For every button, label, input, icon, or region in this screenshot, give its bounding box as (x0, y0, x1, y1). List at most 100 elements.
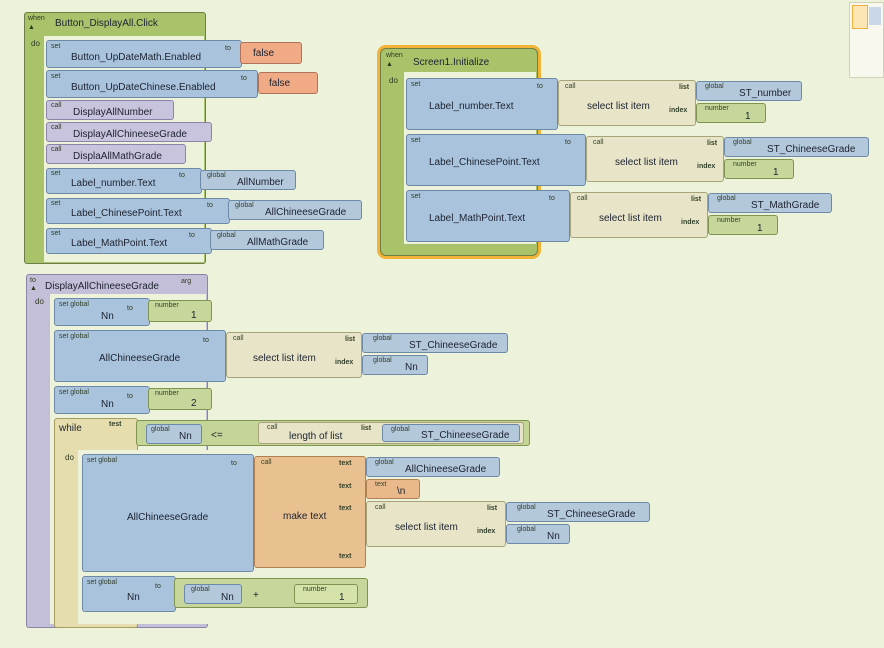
function-name: select list item (615, 157, 678, 168)
get-global-st-chineesegrade[interactable]: global ST_ChineeseGrade (362, 333, 508, 353)
variable-name: ST_MathGrade (751, 200, 820, 211)
get-global-nn[interactable]: global Nn (362, 355, 428, 375)
get-global-allchineesegrade[interactable]: global AllChineeseGrade (228, 200, 362, 220)
list-socket-label: list (691, 196, 702, 203)
set-global-allchineesegrade[interactable]: set global AllChineeseGrade to (82, 454, 254, 572)
false-block[interactable]: false (240, 42, 302, 64)
call-displayallnumber[interactable]: call DisplayAllNumber (46, 100, 174, 120)
property-label: Label_number.Text (71, 178, 156, 189)
set-label-number-text[interactable]: set Label_number.Text to (406, 78, 558, 130)
collapse-toggle-icon[interactable]: ▲ (30, 285, 37, 292)
global-keyword: global (235, 202, 254, 209)
list-socket-label: list (487, 505, 498, 512)
get-global-allmathgrade[interactable]: global AllMathGrade (210, 230, 324, 250)
call-keyword: call (267, 424, 278, 431)
get-global-st-chineesegrade[interactable]: global ST_ChineeseGrade (724, 137, 869, 157)
select-list-item-block[interactable]: call select list item list index (366, 501, 506, 547)
get-global-allnumber[interactable]: global AllNumber (200, 170, 296, 190)
set-label-mathpoint-text[interactable]: set Label_MathPoint.Text to (406, 190, 570, 242)
variable-name: AllNumber (237, 177, 284, 188)
variable-name: AllChineeseGrade (99, 353, 181, 364)
variable-name: AllChineeseGrade (265, 207, 347, 218)
property-label: Button_UpDateChinese.Enabled (71, 82, 216, 93)
call-displayallchineesegrade[interactable]: call DisplayAllChineeseGrade (46, 122, 212, 142)
get-global-nn[interactable]: global Nn (184, 584, 242, 604)
procedure-name: DisplayAllChineeseGrade (73, 129, 187, 140)
number-value: 1 (773, 167, 779, 178)
event-name: Screen1.Initialize (413, 57, 490, 68)
call-keyword: call (577, 195, 588, 202)
get-global-nn[interactable]: global Nn (146, 424, 202, 444)
set-button-updatemath-enabled[interactable]: set Button_UpDateMath.Enabled to (46, 40, 242, 68)
text-socket-label: text (339, 505, 352, 512)
set-label-mathpoint-text[interactable]: set Label_MathPoint.Text to (46, 228, 212, 254)
number-value: 1 (757, 223, 763, 234)
make-text-block[interactable]: call make text text text text text (254, 456, 366, 568)
get-global-allchineesegrade[interactable]: global AllChineeseGrade (366, 457, 500, 477)
property-label: Label_ChinesePoint.Text (429, 157, 540, 168)
number-block[interactable]: number 2 (148, 388, 212, 410)
select-list-item-block[interactable]: call select list item list index (586, 136, 724, 182)
call-displaallmathgrade[interactable]: call DisplaAllMathGrade (46, 144, 186, 164)
collapse-toggle-icon[interactable]: ▲ (386, 61, 393, 68)
function-name: length of list (289, 431, 343, 442)
variable-name: Nn (547, 531, 560, 542)
global-keyword: global (391, 426, 410, 433)
list-socket-label: list (361, 425, 372, 432)
compare-operator: <= (211, 430, 223, 441)
get-global-st-chineesegrade[interactable]: global ST_ChineeseGrade (382, 424, 520, 442)
minimap-viewport (852, 5, 868, 29)
variable-name: ST_ChineeseGrade (547, 509, 636, 520)
set-keyword: set (411, 193, 421, 200)
number-block[interactable]: number 1 (724, 159, 794, 179)
get-global-st-chineesegrade[interactable]: global ST_ChineeseGrade (506, 502, 650, 522)
false-block[interactable]: false (258, 72, 318, 94)
global-keyword: global (717, 195, 736, 202)
get-global-st-mathgrade[interactable]: global ST_MathGrade (708, 193, 832, 213)
call-keyword: call (375, 504, 386, 511)
global-keyword: global (375, 459, 394, 466)
text-socket-label: text (339, 483, 352, 490)
set-label-chinesepoint-text[interactable]: set Label_ChinesePoint.Text to (46, 198, 230, 224)
global-keyword: global (207, 172, 226, 179)
to-keyword: to (207, 202, 213, 209)
variable-name: AllMathGrade (247, 237, 309, 248)
set-global-allchineesegrade[interactable]: set global AllChineeseGrade to (54, 330, 226, 382)
number-block[interactable]: number 1 (708, 215, 778, 235)
set-global-keyword: set global (59, 389, 89, 396)
call-keyword: call (593, 139, 604, 146)
set-global-nn[interactable]: set global Nn to (54, 386, 150, 414)
number-keyword: number (155, 390, 179, 397)
set-label-chinesepoint-text[interactable]: set Label_ChinesePoint.Text to (406, 134, 586, 186)
number-block[interactable]: number 1 (294, 584, 358, 604)
number-value: 1 (191, 310, 197, 321)
to-keyword: to (241, 75, 247, 82)
plus-operator: + (253, 590, 259, 601)
select-list-item-block[interactable]: call select list item list index (558, 80, 696, 126)
get-global-st-number[interactable]: global ST_number (696, 81, 802, 101)
global-keyword: global (517, 504, 536, 511)
set-button-updatechinese-enabled[interactable]: set Button_UpDateChinese.Enabled to (46, 70, 258, 98)
set-global-nn[interactable]: set global Nn to (82, 576, 176, 612)
call-keyword: call (51, 124, 62, 131)
collapse-toggle-icon[interactable]: ▲ (28, 24, 35, 31)
set-global-nn[interactable]: set global Nn to (54, 298, 150, 326)
number-keyword: number (717, 217, 741, 224)
text-newline-block[interactable]: text \n (366, 479, 420, 499)
function-name: select list item (253, 353, 316, 364)
select-list-item-block[interactable]: call select list item list index (226, 332, 362, 378)
set-label-number-text[interactable]: set Label_number.Text to (46, 168, 202, 194)
get-global-nn[interactable]: global Nn (506, 524, 570, 544)
set-keyword: set (411, 137, 421, 144)
when-keyword: when (386, 52, 403, 59)
call-keyword: call (51, 102, 62, 109)
number-block[interactable]: number 1 (696, 103, 766, 123)
select-list-item-block[interactable]: call select list item list index (570, 192, 708, 238)
workspace-minimap[interactable] (849, 2, 884, 78)
number-block[interactable]: number 1 (148, 300, 212, 322)
number-keyword: number (733, 161, 757, 168)
to-keyword: to (155, 583, 161, 590)
set-keyword: set (51, 200, 61, 207)
number-keyword: number (155, 302, 179, 309)
